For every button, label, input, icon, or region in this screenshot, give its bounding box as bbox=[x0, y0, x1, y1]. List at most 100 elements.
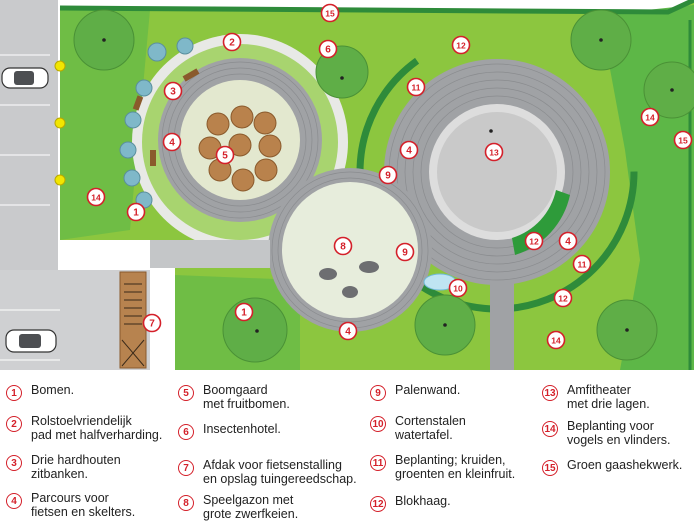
tree-trunks bbox=[102, 38, 674, 333]
plan-marker-circle bbox=[553, 288, 573, 308]
legend-label: Speelgazon met bbox=[203, 493, 294, 507]
plan-marker-label: 3 bbox=[170, 87, 176, 98]
bike-shelter bbox=[119, 271, 147, 369]
legend-number: 9 bbox=[370, 385, 386, 401]
legend-number: 4 bbox=[6, 493, 22, 509]
plan-marker-label: 2 bbox=[229, 38, 235, 49]
legend-label: vogels en vlinders. bbox=[567, 433, 671, 447]
plan-marker-circle bbox=[451, 35, 471, 55]
plan-marker-circle bbox=[546, 330, 566, 350]
plan-marker-circle bbox=[86, 187, 106, 207]
legend-label: zitbanken. bbox=[31, 467, 88, 481]
plan-marker-circle bbox=[395, 242, 415, 262]
plan-marker-label: 7 bbox=[149, 319, 155, 330]
plan-marker-circle bbox=[673, 130, 693, 150]
legend-label: Beplanting; kruiden, bbox=[395, 453, 506, 467]
legend-label: en opslag tuingereedschap. bbox=[203, 472, 357, 486]
path-bottom bbox=[490, 283, 514, 370]
legend-item: 1 Bomen. bbox=[6, 383, 74, 401]
plan-marker-15: 15 bbox=[673, 130, 693, 150]
legend-label: Amfitheater bbox=[567, 383, 631, 397]
plan-marker-3: 3 bbox=[163, 81, 183, 101]
plan-marker-label: 1 bbox=[133, 208, 139, 219]
plan-marker-label: 14 bbox=[91, 193, 101, 203]
bench bbox=[150, 150, 156, 166]
plan-marker-1: 1 bbox=[126, 202, 146, 222]
plan-marker-14: 14 bbox=[86, 187, 106, 207]
plan-marker-label: 12 bbox=[558, 294, 568, 304]
plan-marker-circle bbox=[163, 81, 183, 101]
plan-marker-14: 14 bbox=[546, 330, 566, 350]
legend-number: 2 bbox=[6, 416, 22, 432]
plan-marker-label: 13 bbox=[489, 148, 499, 158]
plan-marker-4: 4 bbox=[338, 321, 358, 341]
plan-marker-4: 4 bbox=[162, 132, 182, 152]
plan-marker-14: 14 bbox=[640, 107, 660, 127]
plan-marker-12: 12 bbox=[553, 288, 573, 308]
parking-lines bbox=[0, 54, 60, 361]
legend-label: Palenwand. bbox=[395, 383, 461, 397]
plan-marker-label: 12 bbox=[529, 237, 539, 247]
legend-label: Parcours voor bbox=[31, 491, 109, 505]
legend-label: fietsen en skelters. bbox=[31, 505, 136, 519]
plan-marker-label: 12 bbox=[456, 41, 466, 51]
legend-number: 13 bbox=[542, 385, 558, 401]
plan-marker-9: 9 bbox=[378, 165, 398, 185]
plan-marker-1: 1 bbox=[234, 302, 254, 322]
plan-marker-label: 15 bbox=[325, 9, 335, 19]
legend-number: 12 bbox=[370, 496, 386, 512]
plan-marker-10: 10 bbox=[448, 278, 468, 298]
plan-marker-11: 11 bbox=[406, 77, 426, 97]
plan-marker-11: 11 bbox=[572, 254, 592, 274]
plan-marker-circle bbox=[142, 313, 162, 333]
plan-marker-label: 15 bbox=[678, 136, 688, 146]
legend-label: Cortenstalen bbox=[395, 414, 466, 428]
legend-label: Blokhaag. bbox=[395, 494, 451, 508]
plan-marker-13: 13 bbox=[484, 142, 504, 162]
orchard-trees bbox=[198, 105, 282, 192]
legend-item: 15 Groen gaashekwerk. bbox=[542, 458, 682, 476]
legend-label: Boomgaard bbox=[203, 383, 268, 397]
legend-label: watertafel. bbox=[395, 428, 453, 442]
legend-number: 1 bbox=[6, 385, 22, 401]
plan-marker-circle bbox=[162, 132, 182, 152]
plan-marker-label: 10 bbox=[453, 284, 463, 294]
legend-label: Drie hardhouten bbox=[31, 453, 121, 467]
legend-number: 6 bbox=[178, 424, 194, 440]
plan-marker-label: 14 bbox=[645, 113, 655, 123]
lamp bbox=[54, 117, 66, 129]
boulder bbox=[342, 286, 358, 298]
plan-marker-circle bbox=[572, 254, 592, 274]
plan-marker-label: 11 bbox=[578, 260, 587, 270]
legend-number: 7 bbox=[178, 460, 194, 476]
plan-marker-12: 12 bbox=[451, 35, 471, 55]
legend-number: 3 bbox=[6, 455, 22, 471]
plan-marker-6: 6 bbox=[318, 39, 338, 59]
plan-marker-9: 9 bbox=[395, 242, 415, 262]
legend-label: Groen gaashekwerk. bbox=[567, 458, 683, 472]
plan-marker-circle bbox=[338, 321, 358, 341]
legend-label: Insectenhotel. bbox=[203, 422, 281, 436]
lamp bbox=[54, 174, 66, 186]
bench bbox=[132, 95, 144, 111]
legend-label: Bomen. bbox=[31, 383, 75, 397]
plan-marker-label: 4 bbox=[406, 146, 412, 157]
legend-item: 9 Palenwand. bbox=[370, 383, 460, 401]
legend-number: 10 bbox=[370, 416, 386, 432]
plan-marker-circle bbox=[399, 140, 419, 160]
plan-marker-label: 11 bbox=[412, 83, 421, 93]
plan-marker-5: 5 bbox=[215, 145, 235, 165]
plan-marker-circle bbox=[378, 165, 398, 185]
plan-marker-label: 5 bbox=[222, 151, 228, 162]
legend-label: met fruitbomen. bbox=[203, 397, 290, 411]
legend-item: 12 Blokhaag. bbox=[370, 494, 451, 512]
